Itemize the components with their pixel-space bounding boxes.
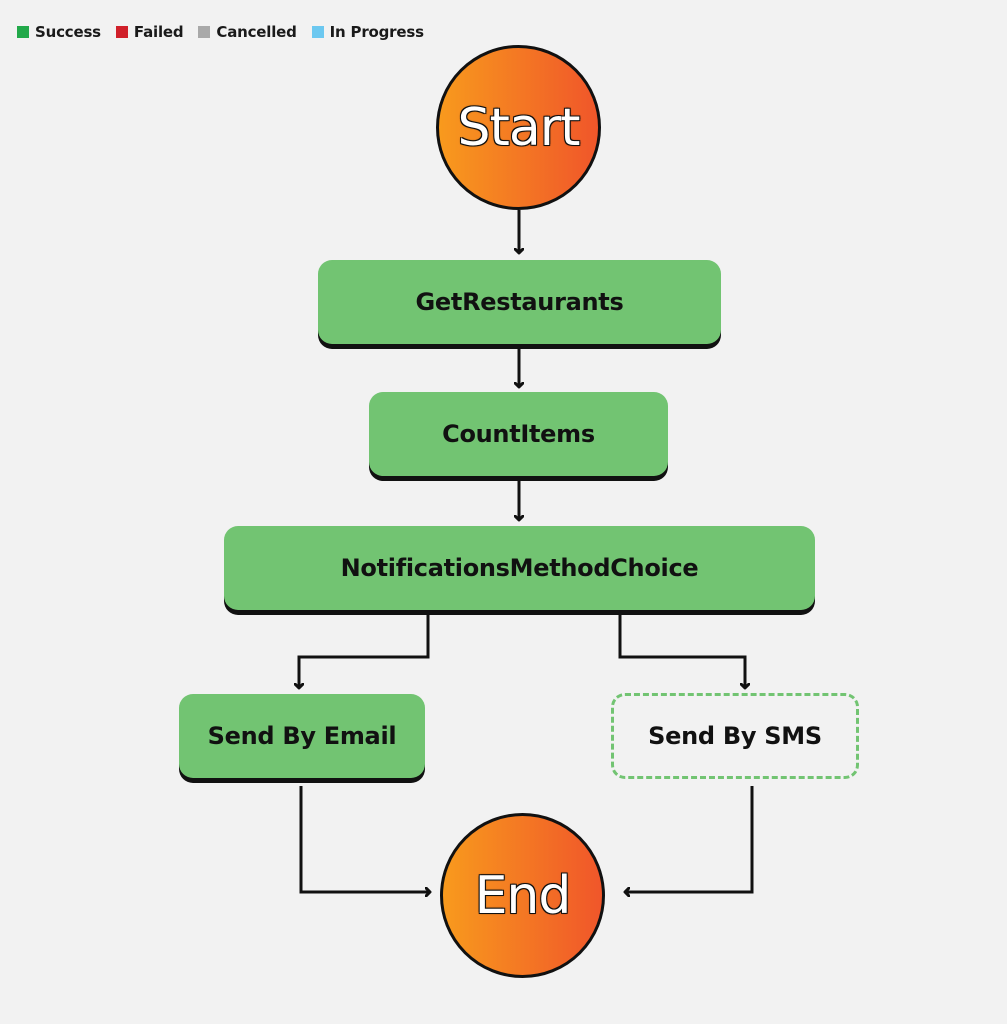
legend-label-success: Success: [35, 23, 101, 41]
step-label-get-restaurants: GetRestaurants: [415, 288, 624, 316]
failed-swatch: [115, 26, 128, 38]
end-label: End: [474, 865, 572, 926]
connector-email-to-end: [299, 786, 430, 892]
step-label-notifications-method-choice: NotificationsMethodChoice: [340, 554, 699, 582]
step-label-send-by-sms: Send By SMS: [648, 722, 822, 750]
start-node[interactable]: Start: [436, 45, 601, 210]
legend-label-failed: Failed: [133, 23, 184, 41]
step-label-count-items: CountItems: [442, 420, 595, 448]
step-send-by-email[interactable]: Send By Email: [179, 694, 425, 778]
step-send-by-sms[interactable]: Send By SMS: [611, 693, 859, 779]
connector-sms-to-end: [625, 786, 754, 892]
step-notifications-method-choice[interactable]: NotificationsMethodChoice: [224, 526, 815, 610]
step-count-items[interactable]: CountItems: [369, 392, 668, 476]
legend-item-failed: Failed: [115, 23, 184, 41]
connector-choice-to-sms: [618, 614, 745, 688]
connector-choice-to-email: [299, 614, 430, 688]
legend-label-cancelled: Cancelled: [216, 23, 297, 41]
step-get-restaurants[interactable]: GetRestaurants: [318, 260, 721, 344]
success-swatch: [17, 26, 29, 38]
legend-item-in-progress: In Progress: [311, 23, 424, 41]
end-node[interactable]: End: [440, 813, 605, 978]
legend-label-in-progress: In Progress: [329, 23, 424, 41]
start-label: Start: [457, 97, 580, 158]
status-legend: Success Failed Cancelled In Progress: [17, 22, 439, 42]
cancelled-swatch: [198, 26, 211, 38]
step-label-send-by-email: Send By Email: [207, 722, 397, 750]
in-progress-swatch: [311, 26, 324, 38]
legend-item-cancelled: Cancelled: [198, 23, 297, 41]
legend-item-success: Success: [17, 23, 101, 41]
